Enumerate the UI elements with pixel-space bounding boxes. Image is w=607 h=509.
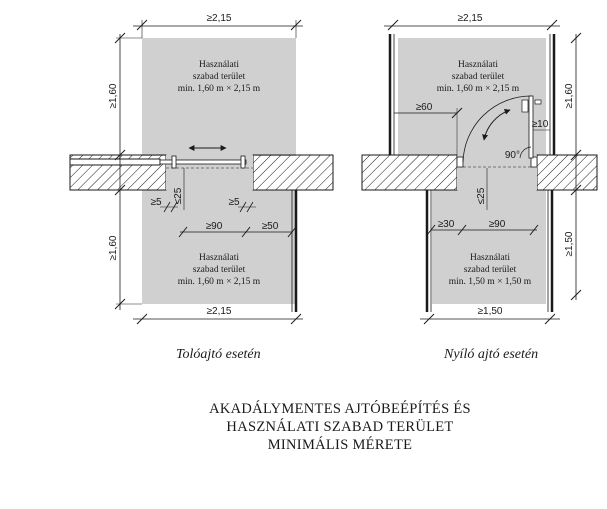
swing-door-diagram: 90° ≥2,15 ≥1,60 ≥1,50 ≥60 ≥10 ≤25 ≥30 ≥9…: [361, 13, 598, 325]
dim-top-height: ≥1,60: [564, 83, 575, 108]
tick: [287, 226, 297, 238]
zone-top-label-1: Használati: [199, 60, 239, 70]
sliding-door-diagram: ≥2,15 ≥1,60 ≥1,60 ≥5 ≥5 ≤25 ≥90 ≥50: [69, 13, 334, 325]
figure-title-line-2: HASZNÁLATI SZABAD TERÜLET: [226, 419, 454, 435]
zone-bottom-label-2: szabad terület: [193, 265, 246, 275]
tick: [114, 184, 126, 196]
tick: [178, 226, 188, 238]
zone-top-label-2: szabad terület: [452, 72, 505, 82]
tick: [570, 184, 582, 196]
swing-arrow: [482, 108, 511, 141]
tick: [290, 313, 302, 325]
frame-right: [530, 156, 538, 168]
dim-clear-width: ≥90: [489, 219, 506, 230]
tick: [546, 19, 558, 31]
dim-bottom-height: ≥1,50: [564, 231, 575, 256]
tick: [170, 201, 178, 213]
dim-bottom-width: ≥1,50: [478, 306, 503, 317]
tick: [239, 201, 247, 213]
zone-bottom-label-1: Használati: [470, 253, 510, 263]
doorway: [457, 155, 537, 190]
zone-bottom-area: [142, 190, 296, 304]
zone-top-label-1: Használati: [458, 60, 498, 70]
dim-side: ≥50: [262, 221, 279, 232]
tick: [570, 149, 582, 161]
zone-top-area: [142, 38, 296, 156]
tick: [136, 313, 148, 325]
caption-swing: Nyíló ajtó esetén: [444, 347, 539, 362]
handle-right: [240, 155, 246, 169]
dim-bottom-width: ≥2,15: [207, 306, 232, 317]
zone-bottom-label-1: Használati: [199, 253, 239, 263]
wall-left: [361, 154, 458, 191]
dim-top-height: ≥1,60: [108, 83, 119, 108]
tick: [423, 313, 435, 325]
frame-left: [456, 156, 464, 168]
zone-top-label-2: szabad terület: [193, 72, 246, 82]
zone-bottom-label-3: min. 1,60 m × 2,15 m: [178, 277, 261, 287]
dim-top-width: ≥2,15: [458, 13, 483, 24]
dim-hinge-side: ≥30: [438, 219, 455, 230]
figure-title-line-1: AKADÁLYMENTES AJTÓBEÉPÍTÉS ÉS: [209, 401, 471, 417]
dim-jamb-left: ≥5: [150, 197, 161, 208]
dim-jamb-right: ≥5: [228, 197, 239, 208]
tick: [163, 201, 171, 213]
zone-bottom-area: [432, 190, 546, 304]
zone-bottom-label-2: szabad terület: [464, 265, 517, 275]
zone-bottom-label-3: min. 1,50 m × 1,50 m: [449, 277, 532, 287]
handle-knob: [534, 99, 542, 105]
angle-arc: [519, 146, 532, 159]
tick: [387, 19, 399, 31]
handle-left: [171, 155, 177, 169]
wall-right: [252, 154, 334, 191]
tick: [246, 201, 254, 213]
dim-bottom-height: ≥1,60: [108, 235, 119, 260]
tick: [241, 226, 251, 238]
caption-sliding: Tolóajtó esetén: [176, 347, 261, 362]
sliding-leaf: [159, 159, 247, 165]
dim-handle: ≥10: [532, 119, 549, 130]
handle: [521, 99, 529, 113]
tick: [570, 32, 582, 44]
tick: [570, 289, 582, 301]
dim-depth: ≤25: [173, 187, 184, 204]
dim-angle: 90°: [505, 150, 520, 161]
wall-right: [536, 154, 598, 191]
dim-latch-side: ≥60: [416, 102, 433, 113]
tick: [114, 149, 126, 161]
tick: [544, 313, 556, 325]
zone-top-label-3: min. 1,60 m × 2,15 m: [437, 84, 520, 94]
dim-clear-width: ≥90: [206, 221, 223, 232]
zone-top-label-3: min. 1,60 m × 2,15 m: [178, 84, 261, 94]
figure-title-line-3: MINIMÁLIS MÉRETE: [267, 437, 413, 453]
dim-depth: ≤25: [476, 187, 487, 204]
tick: [426, 224, 436, 236]
figure-title: AKADÁLYMENTES AJTÓBEÉPÍTÉS ÉS HASZNÁLATI…: [170, 400, 510, 454]
dim-top-width: ≥2,15: [207, 13, 232, 24]
tick: [529, 224, 539, 236]
tick: [457, 224, 467, 236]
